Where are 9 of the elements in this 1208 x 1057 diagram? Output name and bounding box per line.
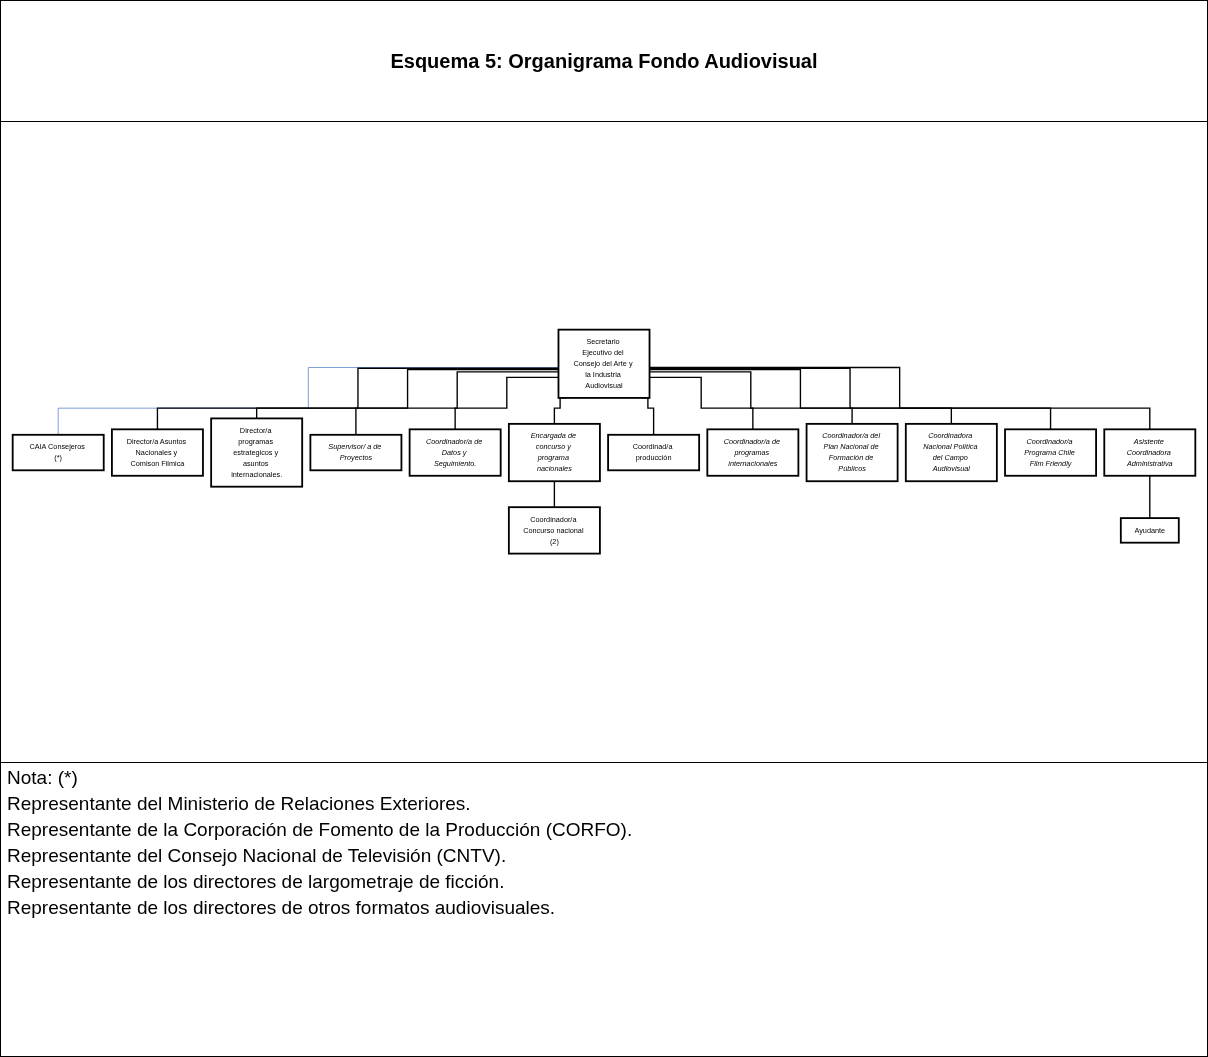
connector xyxy=(553,480,556,509)
note-text: Representante del Ministerio de Relaciones Exteriores. xyxy=(7,792,472,816)
note-text: Nota: (*) xyxy=(7,766,79,790)
diagram-title: Esquema 5: Organigrama Fondo Audiovisual xyxy=(390,49,818,73)
note-text: Representante del Consejo Nacional de Televisión (CNTV). xyxy=(7,844,508,868)
note-text: Representante de la Corporación de Fomento de la Producción (CORFO). xyxy=(7,818,634,842)
connector xyxy=(1149,475,1151,520)
note-text: Representante de los directores de otros formatos audiovisuales. xyxy=(7,896,557,920)
note-text: Representante de los directores de largometraje de ficción. xyxy=(7,870,506,894)
